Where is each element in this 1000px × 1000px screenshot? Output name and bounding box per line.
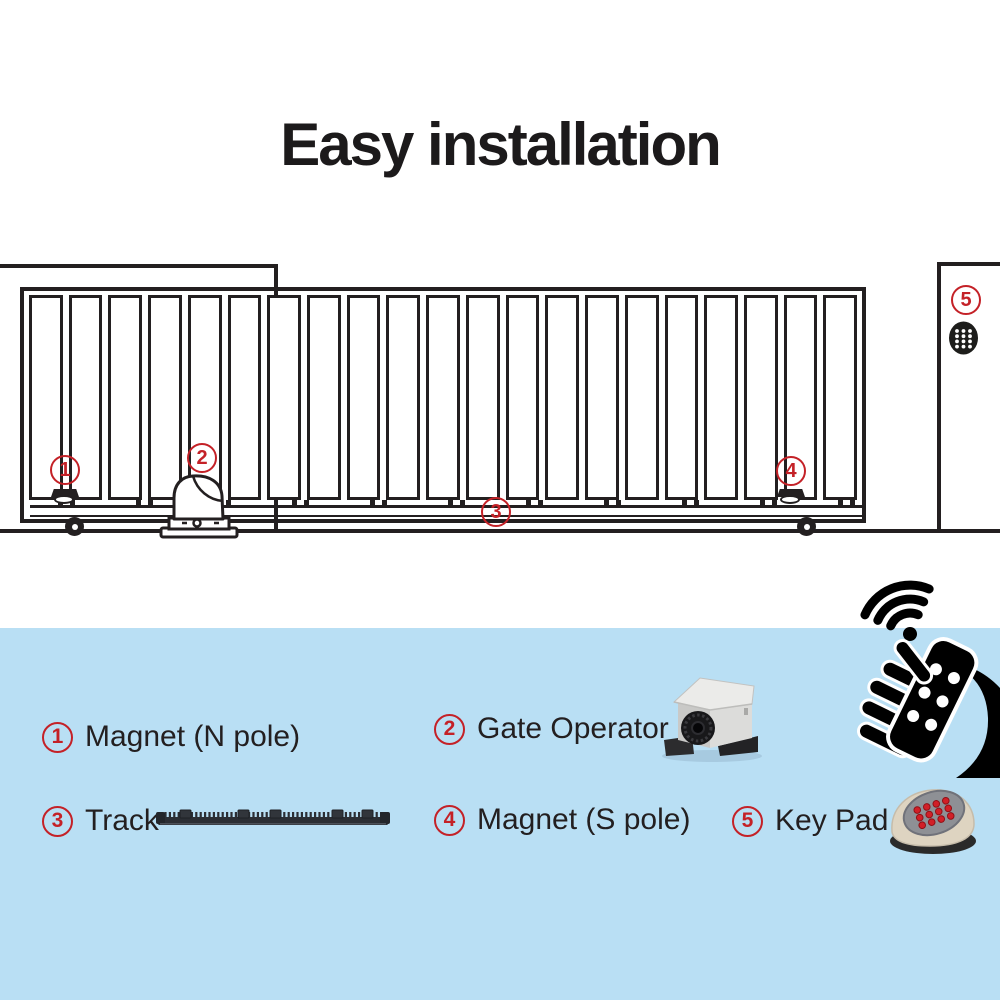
gate-bar: [227, 295, 262, 500]
gate-bar: [545, 295, 580, 500]
gate-bar: [585, 295, 619, 500]
callout-1: 1: [50, 455, 80, 485]
legend-label: Gate Operator: [477, 712, 669, 745]
gate-bars: [29, 295, 858, 500]
gate-bar: [267, 295, 302, 500]
wifi-waves-icon: [860, 580, 934, 641]
gate-bar: [624, 295, 659, 500]
legend-number-badge: 4: [434, 804, 465, 836]
page-title: Easy installation: [280, 111, 722, 178]
right-post-top-line: [937, 262, 1000, 266]
callout-number: 2: [196, 446, 208, 469]
callout-number: 3: [490, 500, 502, 523]
legend-item-keypad: 5 Key Pad: [732, 804, 888, 838]
legend-label: Track: [85, 804, 159, 837]
track-photo: [156, 809, 390, 825]
gate-bar: [704, 295, 738, 500]
gate-bar: [346, 295, 381, 500]
magnet-foot: [780, 495, 800, 504]
gate-bar: [823, 295, 858, 500]
right-post-edge-line: [937, 262, 941, 531]
magnet-s-pole-icon: [777, 489, 805, 506]
remote-control-icon: [856, 580, 1000, 778]
legend-label: Magnet (S pole): [477, 803, 691, 836]
rack-teeth: [30, 500, 862, 506]
magnet-n-pole-icon: [51, 489, 79, 506]
gate-bar: [465, 295, 500, 500]
gate-bar: [426, 295, 460, 500]
gate-bar: [505, 295, 540, 500]
gate-operator-drawing: [159, 474, 239, 539]
legend-label: Key Pad: [775, 804, 889, 837]
legend-item-magnet-n: 1 Magnet (N pole): [42, 720, 300, 754]
legend-item-magnet-s: 4 Magnet (S pole): [434, 803, 690, 837]
legend-label: Magnet (N pole): [85, 720, 301, 753]
gate-bar: [664, 295, 699, 500]
ground-line: [0, 529, 1000, 533]
gate-bar: [743, 295, 778, 500]
gate-wheel-right: [797, 517, 816, 536]
magnet-bracket: [777, 489, 805, 497]
gate-bar: [148, 295, 182, 500]
gate-wheel-left: [65, 517, 84, 536]
callout-4: 4: [776, 456, 806, 486]
gate-bar: [68, 295, 103, 500]
gate-bar: [29, 295, 63, 500]
callout-number: 1: [59, 458, 71, 481]
gate-operator-photo: [662, 677, 762, 762]
gate-rail: [30, 505, 862, 517]
legend-number-badge: 3: [42, 805, 73, 837]
gate-frame: [20, 287, 866, 523]
keypad-photo: [890, 789, 976, 854]
callout-2: 2: [187, 443, 217, 473]
left-wall-top-line: [0, 264, 278, 268]
legend-number-badge: 1: [42, 721, 73, 753]
gate-bar: [108, 295, 143, 500]
magnet-foot: [54, 495, 74, 504]
gate-bar: [307, 295, 341, 500]
legend-item-track: 3 Track: [42, 804, 159, 838]
callout-5: 5: [951, 285, 981, 315]
legend-number-badge: 5: [732, 805, 763, 837]
gate-bar: [386, 295, 421, 500]
legend-item-gate-operator: 2 Gate Operator: [434, 712, 669, 746]
legend-panel: [0, 628, 1000, 1000]
magnet-bracket: [51, 489, 79, 497]
keypad-icon: [949, 321, 978, 355]
wheel-hub: [71, 523, 78, 530]
wheel-hub: [803, 523, 810, 530]
callout-3: 3: [481, 497, 511, 527]
callout-number: 4: [785, 459, 797, 482]
legend-number-badge: 2: [434, 713, 465, 745]
callout-number: 5: [960, 288, 972, 311]
